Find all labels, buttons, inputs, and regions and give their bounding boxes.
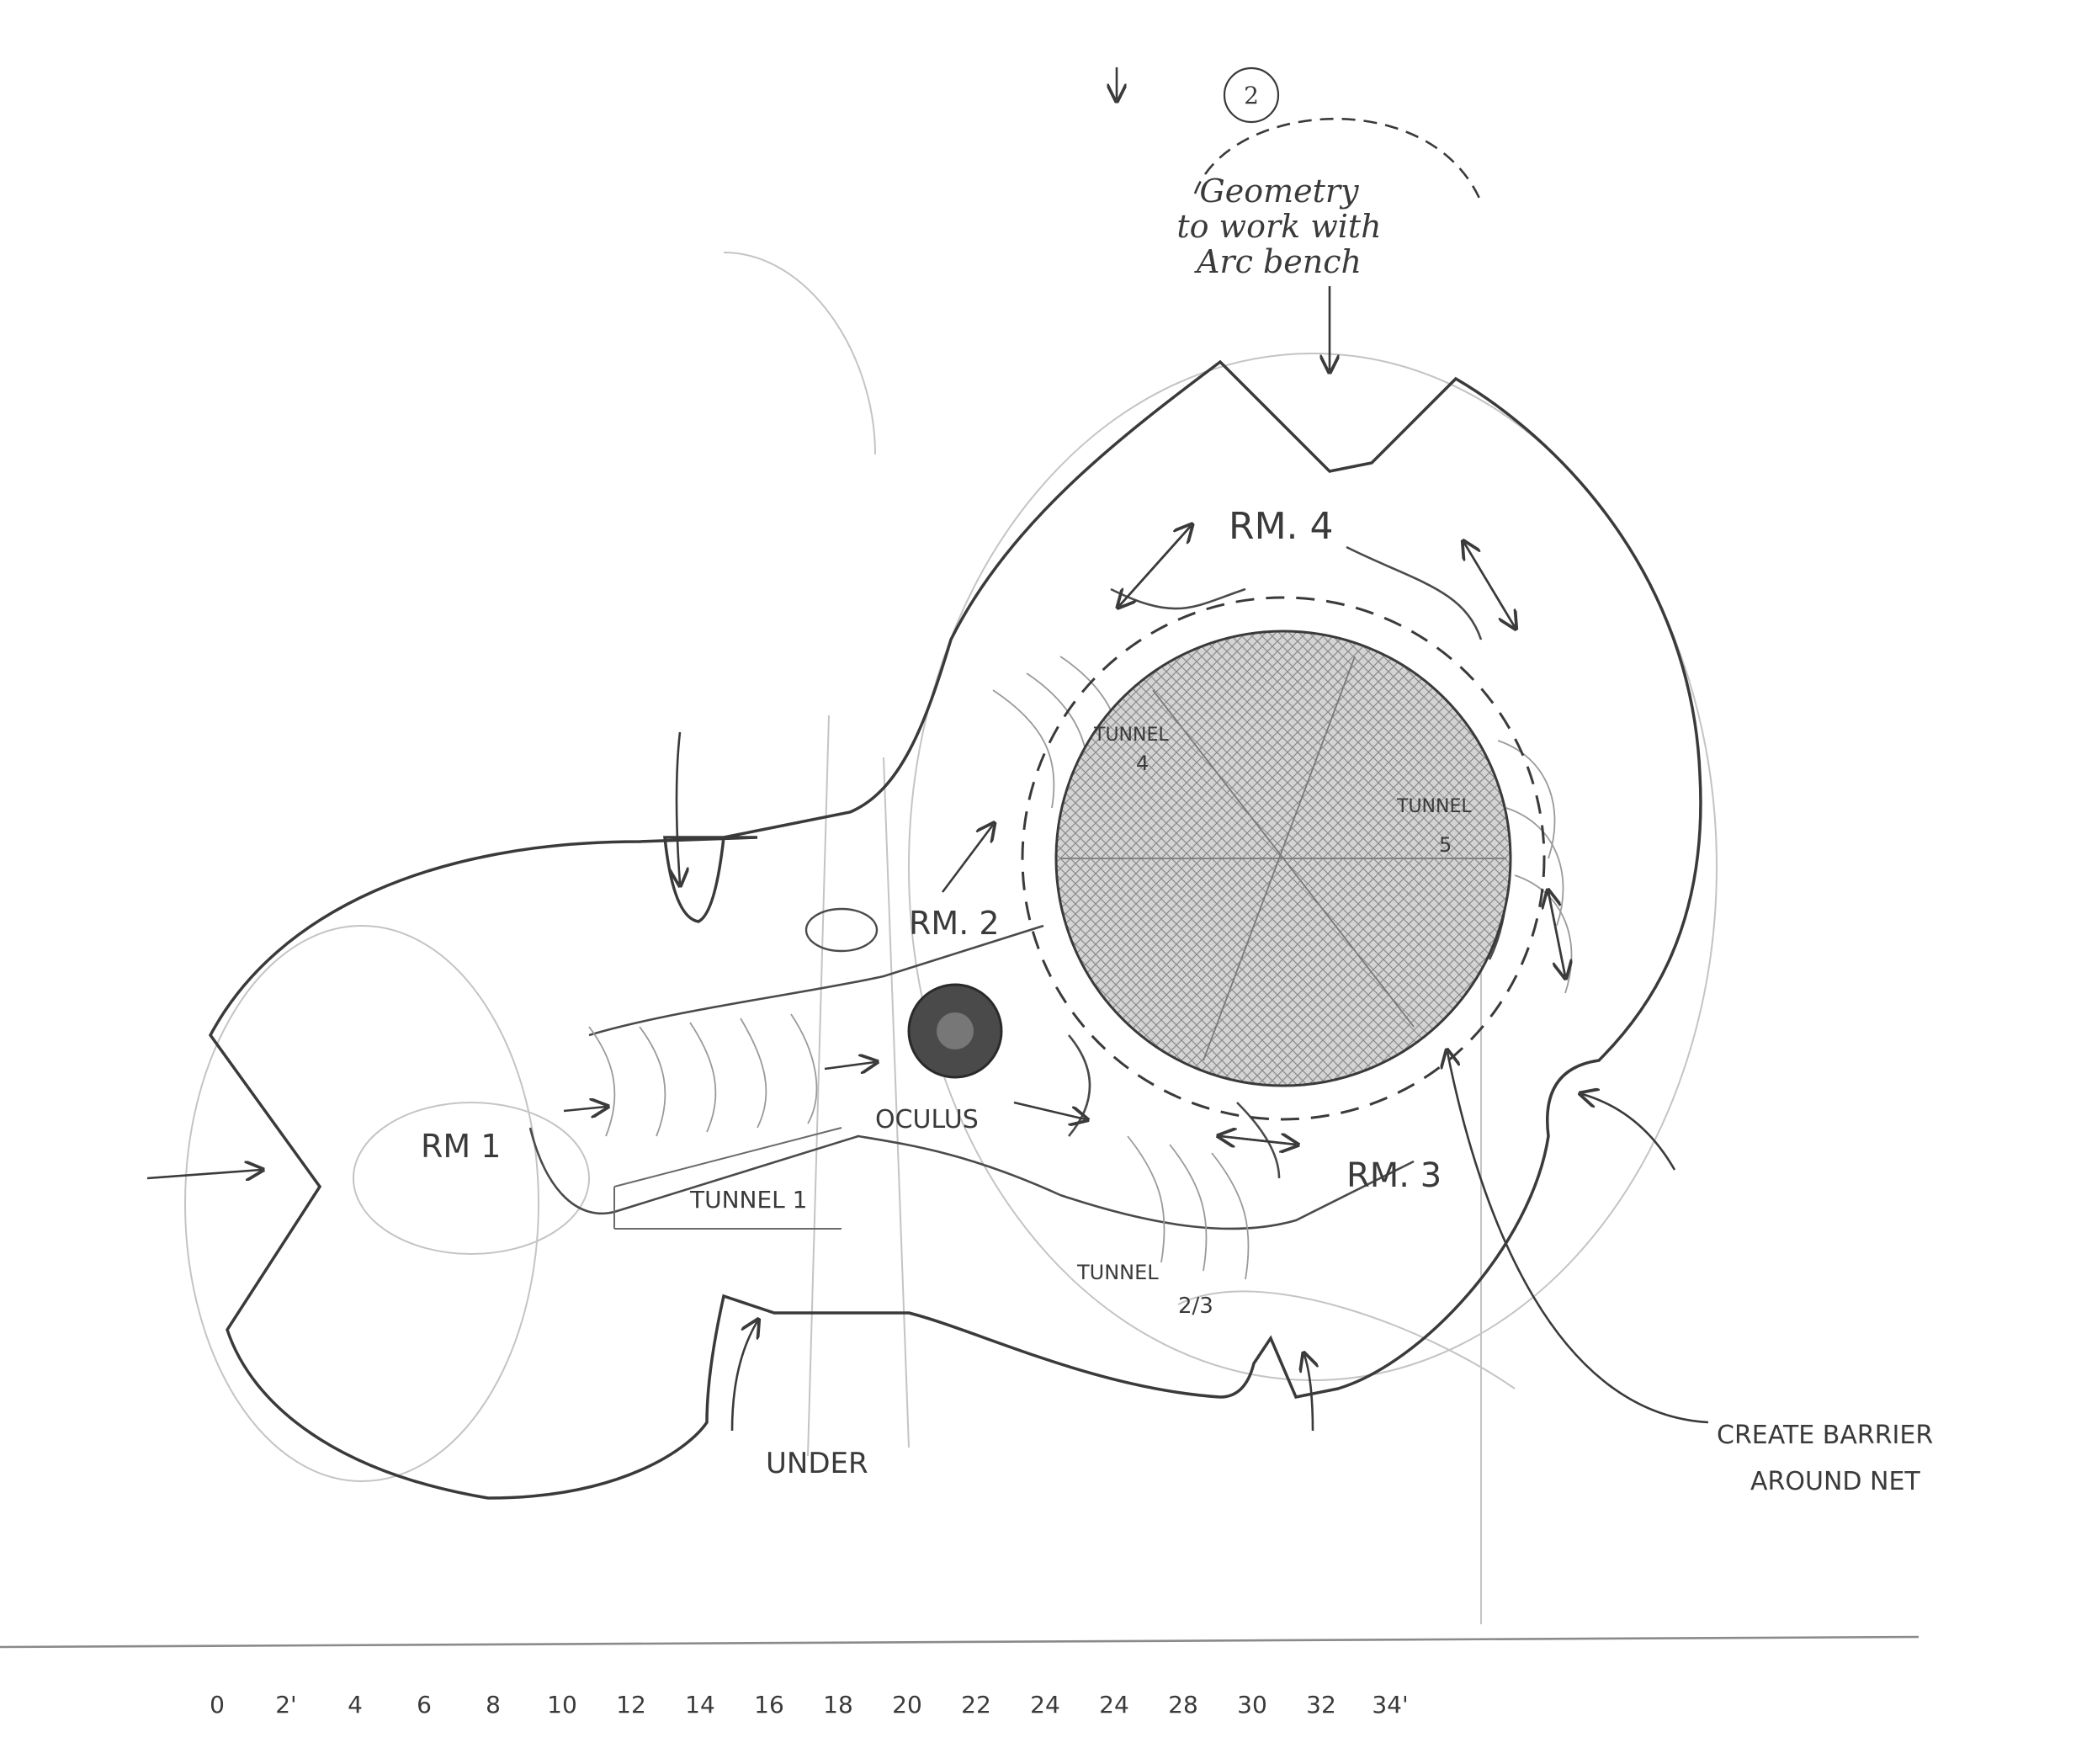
- scale-tick-label: 0: [210, 1691, 225, 1719]
- scale-tick-label: 30: [1237, 1691, 1267, 1719]
- annotations: 2 Geometry to work with Arc bench RM. 4 …: [421, 82, 1933, 1496]
- construction-lines: [184, 252, 1718, 1624]
- geometry-note-line1: Geometry: [1199, 173, 1359, 210]
- tunnel5-label: TUNNEL: [1396, 796, 1472, 817]
- note-number: 2: [1244, 82, 1259, 109]
- tunnel4-number: 4: [1136, 752, 1149, 775]
- scale-ticks: 0 2' 4 6 8 10 12 14 16 18 20 22 24 24 28 30 32 34': [210, 1691, 1409, 1719]
- scale-tick-label: 24: [1030, 1691, 1060, 1719]
- tunnel1-label: TUNNEL 1: [689, 1186, 808, 1214]
- scale-tick-label: 10: [547, 1691, 577, 1719]
- scale-tick-label: 14: [685, 1691, 715, 1719]
- oculus-core: [937, 1012, 974, 1049]
- tunnel5-number: 5: [1439, 833, 1452, 857]
- scale-line: [0, 1635, 1919, 1649]
- arrows: [146, 67, 1709, 1432]
- under-label: UNDER: [766, 1447, 868, 1480]
- rm2-feature-ellipse: [804, 907, 879, 953]
- tunnel4-label: TUNNEL: [1093, 725, 1169, 746]
- geometry-note-line2: to work with: [1176, 208, 1381, 245]
- rm2-label: RM. 2: [909, 905, 1000, 942]
- scale-tick-label: 32: [1306, 1691, 1336, 1719]
- tunnel23-number: 2/3: [1178, 1294, 1213, 1319]
- barrier-note-line1: CREATE BARRIER: [1717, 1421, 1933, 1450]
- scale-tick-label: 28: [1168, 1691, 1198, 1719]
- rm4-label: RM. 4: [1229, 505, 1334, 548]
- rm3-label: RM. 3: [1346, 1156, 1442, 1195]
- scale-tick-label: 6: [417, 1691, 432, 1719]
- scale-tick-label: 18: [823, 1691, 853, 1719]
- rm1-label: RM 1: [421, 1128, 501, 1165]
- arc-bench-dashed-arc: [1193, 117, 1483, 203]
- scale-tick-label: 20: [892, 1691, 922, 1719]
- oculus-label: OCULUS: [875, 1105, 979, 1134]
- geometry-note-line3: Arc bench: [1194, 243, 1362, 280]
- tunnel23-label: TUNNEL: [1076, 1261, 1159, 1284]
- scale-tick-label: 12: [616, 1691, 646, 1719]
- scale-tick-label: 34': [1372, 1691, 1408, 1719]
- tunnel1-bracket: [613, 1127, 842, 1230]
- outer-outline: [208, 359, 1702, 1500]
- note-number-circle: [1223, 66, 1280, 124]
- scale-tick-label: 22: [961, 1691, 991, 1719]
- scale-tick-label: 8: [486, 1691, 501, 1719]
- barrier-dashed-ring: [1021, 596, 1546, 1121]
- barrier-note-line2: AROUND NET: [1750, 1467, 1920, 1496]
- scale-tick-label: 2': [275, 1691, 297, 1719]
- scale-tick-label: 24: [1099, 1691, 1129, 1719]
- scale-tick-label: 4: [348, 1691, 363, 1719]
- net-dividers: [1060, 656, 1506, 1061]
- scale-tick-label: 16: [754, 1691, 784, 1719]
